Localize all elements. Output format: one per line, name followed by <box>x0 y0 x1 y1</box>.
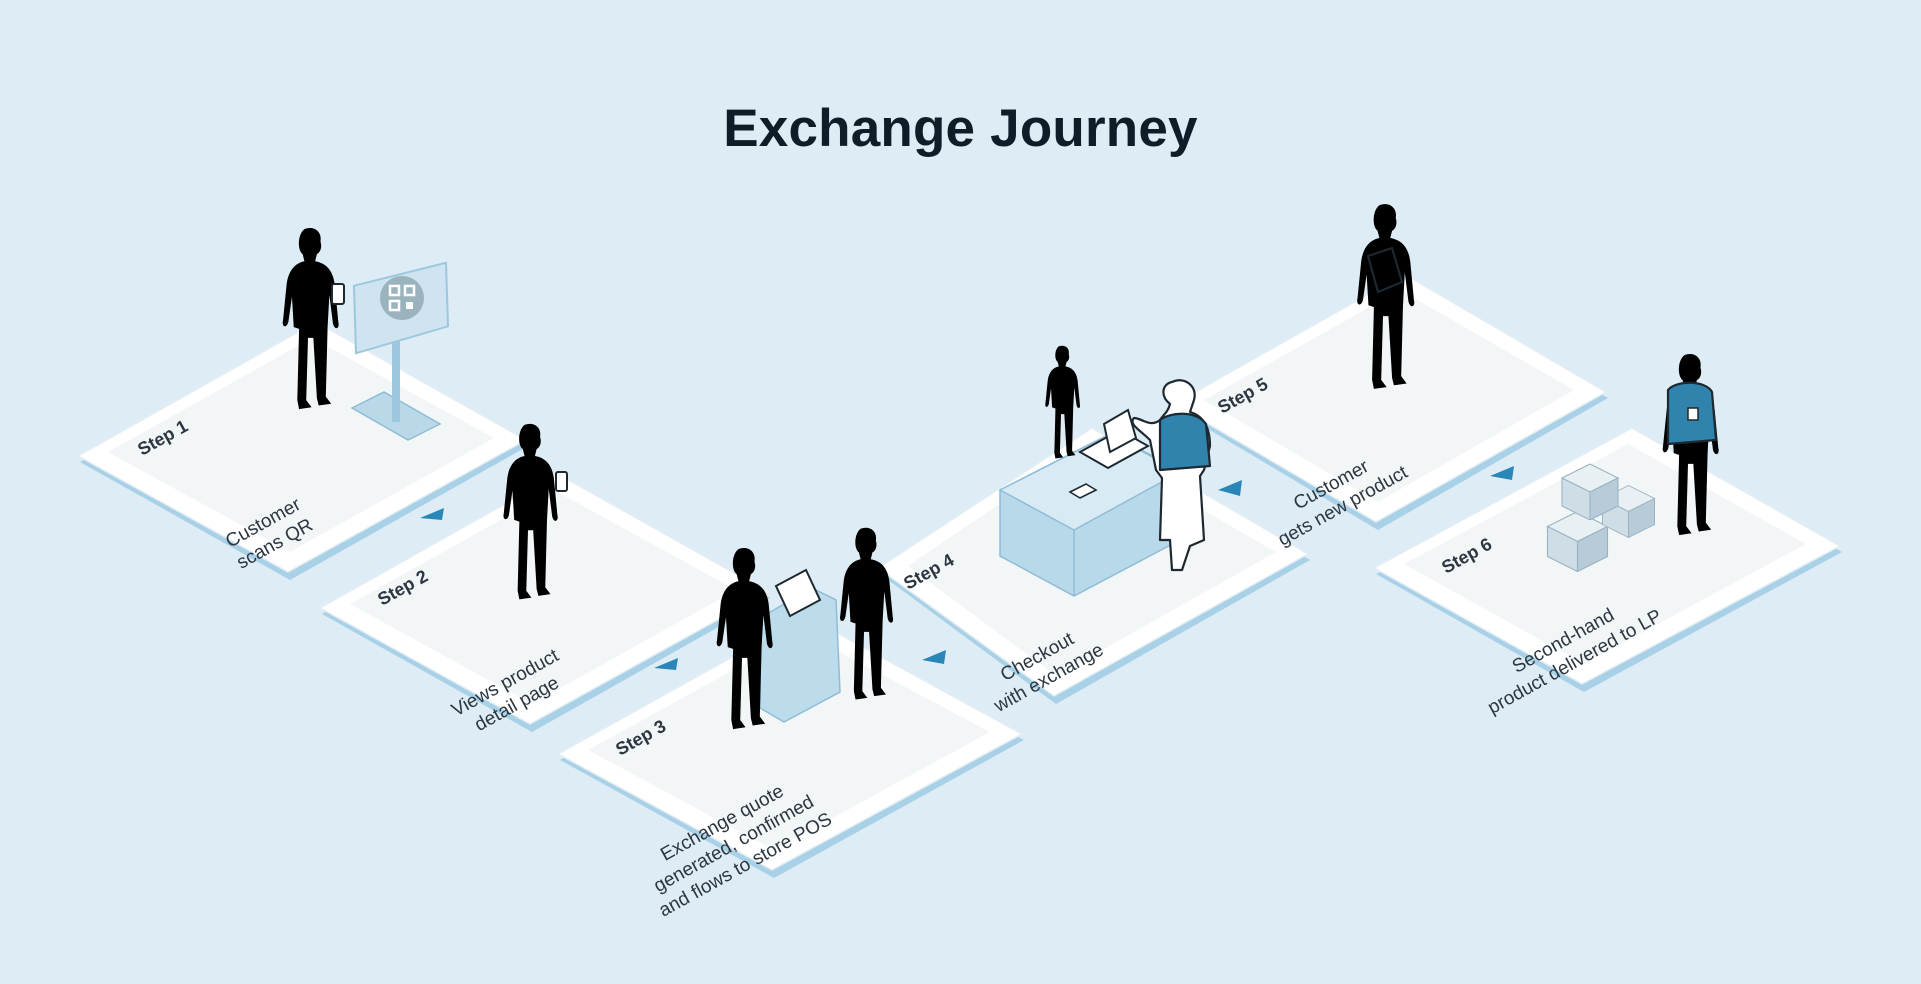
shopping-bag-icon <box>1357 204 1415 389</box>
phone-icon <box>503 423 568 600</box>
arrow-2-to-3 <box>654 658 678 670</box>
qr-stand-icon <box>350 261 450 441</box>
diagram-title: Exchange Journey <box>723 99 1198 158</box>
platform-step-3 <box>556 615 1024 878</box>
person-scanning-qr <box>282 228 345 410</box>
delivery-person <box>1662 354 1719 536</box>
platforms-layer <box>76 273 1842 878</box>
arrow-5-to-6 <box>1490 466 1514 480</box>
connector-arrows <box>420 466 1514 670</box>
platform-step-2 <box>318 473 770 732</box>
arrow-4-to-5 <box>1218 480 1242 496</box>
arrow-1-to-2 <box>420 508 444 520</box>
cashier-person <box>1131 379 1212 572</box>
platform-step-5 <box>1172 273 1608 530</box>
kiosk-icon <box>759 568 841 723</box>
arrow-3-to-4 <box>922 650 946 664</box>
